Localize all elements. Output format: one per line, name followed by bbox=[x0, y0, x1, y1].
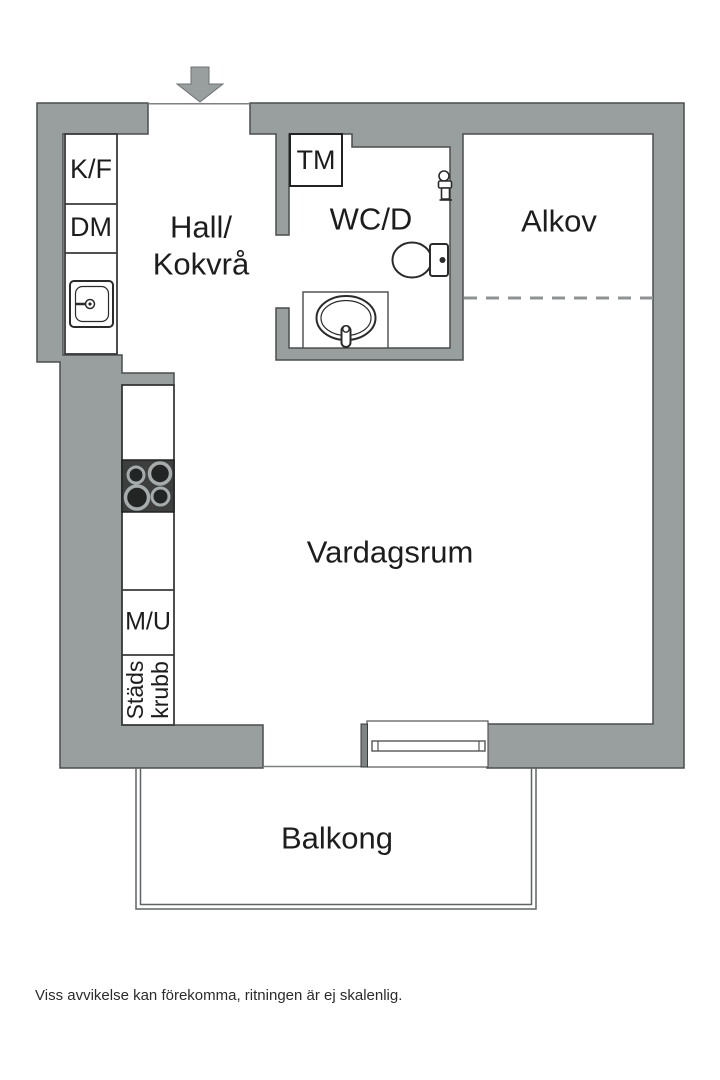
kitchen-sink-icon bbox=[69, 280, 114, 328]
washing-machine-box bbox=[289, 133, 343, 187]
room-label-vardagsrum: Vardagsrum bbox=[306, 534, 474, 570]
balcony-window-icon bbox=[360, 720, 489, 768]
fixture-label-dm: DM bbox=[70, 212, 112, 243]
thresholds bbox=[148, 103, 362, 768]
washbasin-icon bbox=[302, 291, 389, 349]
fixture-label-kf: K/F bbox=[69, 154, 113, 185]
stove-icon bbox=[121, 459, 175, 513]
entrance-arrow-icon bbox=[175, 66, 225, 103]
fixture-label-mu: M/U bbox=[125, 607, 171, 636]
disclaimer-text: Viss avvikelse kan förekomma, ritningen … bbox=[35, 987, 403, 1004]
toilet-icon bbox=[391, 241, 449, 279]
fixture-label-tm: TM bbox=[296, 145, 336, 176]
room-label-hall-kokvra: Hall/ Kokvrå bbox=[152, 209, 250, 281]
fixture-label-stadskrubb: Städs krubb bbox=[122, 660, 173, 720]
wall-main-right bbox=[249, 102, 685, 769]
balcony-outline bbox=[135, 768, 537, 910]
kitchen-counter-lower bbox=[121, 384, 175, 726]
room-label-balkong: Balkong bbox=[280, 820, 394, 856]
shower-mixer-icon bbox=[437, 170, 453, 201]
room-label-wcd: WC/D bbox=[329, 201, 413, 237]
room-label-alkov: Alkov bbox=[521, 203, 597, 239]
